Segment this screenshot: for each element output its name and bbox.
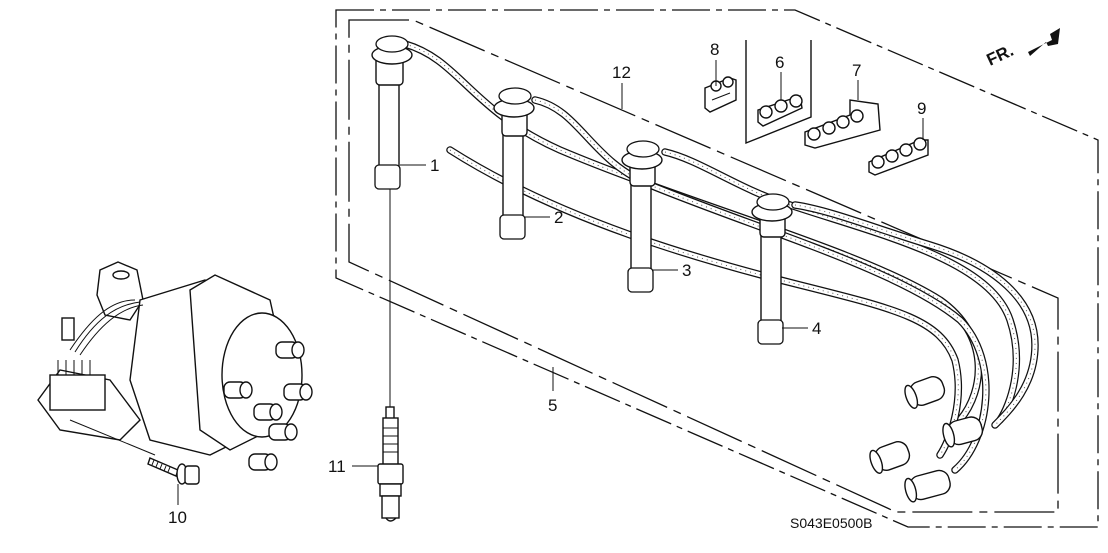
distributor-end-boots bbox=[869, 376, 984, 503]
callout-labels: 1 2 3 4 5 6 7 8 9 10 11 12 bbox=[168, 40, 926, 527]
distributor-connector bbox=[49, 299, 144, 411]
callout-11[interactable]: 11 bbox=[328, 457, 346, 476]
plug-cap-3 bbox=[621, 140, 663, 293]
callout-2[interactable]: 2 bbox=[554, 208, 563, 227]
ignition-wires bbox=[401, 40, 1039, 474]
plug-cap-2 bbox=[493, 87, 535, 240]
spark-plug bbox=[377, 189, 404, 522]
callout-3[interactable]: 3 bbox=[682, 261, 691, 280]
leader-lines bbox=[177, 60, 924, 505]
flange-bolt bbox=[147, 457, 200, 485]
callout-8[interactable]: 8 bbox=[710, 40, 719, 59]
arrow-right-up-icon bbox=[1028, 28, 1060, 56]
front-label: FR. bbox=[984, 41, 1017, 70]
clamp-8 bbox=[704, 76, 737, 113]
clamp-7 bbox=[804, 99, 881, 149]
callout-12[interactable]: 12 bbox=[612, 63, 631, 82]
outer-set-boundary bbox=[335, 9, 1099, 528]
callout-1[interactable]: 1 bbox=[430, 156, 439, 175]
diagram-code: S043E0500B bbox=[790, 515, 873, 531]
callout-5[interactable]: 5 bbox=[548, 396, 557, 415]
distributor bbox=[37, 261, 313, 471]
callout-6[interactable]: 6 bbox=[775, 53, 784, 72]
clamp-6 bbox=[757, 94, 803, 127]
clamp-9 bbox=[868, 137, 929, 176]
callout-9[interactable]: 9 bbox=[917, 99, 926, 118]
callout-7[interactable]: 7 bbox=[852, 61, 861, 80]
inner-subset-boundary bbox=[348, 19, 1059, 513]
callout-4[interactable]: 4 bbox=[812, 319, 821, 338]
plug-cap-4 bbox=[751, 193, 793, 345]
callout-10[interactable]: 10 bbox=[168, 508, 187, 527]
clamp-6-bracket bbox=[745, 40, 812, 145]
front-direction-indicator: FR. bbox=[984, 28, 1060, 70]
distributor-cap-terminals bbox=[223, 341, 313, 471]
plug-cap-1 bbox=[371, 35, 413, 190]
